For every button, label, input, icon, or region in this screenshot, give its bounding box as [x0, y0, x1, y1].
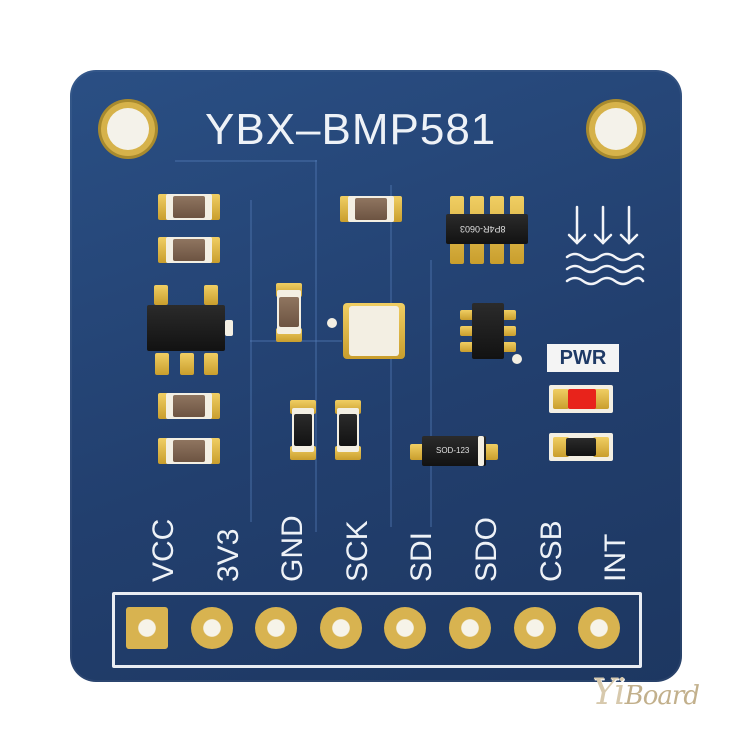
- diode-marking: SOD-123: [436, 446, 470, 455]
- header-pin-vcc: [126, 607, 168, 649]
- pcb-board: [70, 70, 682, 682]
- diode-stripe: [478, 436, 484, 466]
- bmp581-sensor: [349, 306, 399, 356]
- capacitor-body: [173, 196, 205, 218]
- resistor: [294, 414, 312, 446]
- regulator-tab-pad: [154, 285, 168, 305]
- pin-label-sdi: SDI: [405, 531, 438, 582]
- smd-pad: [502, 326, 516, 336]
- regulator-pin-pad: [155, 353, 169, 375]
- pcb-trace: [430, 260, 432, 527]
- voltage-regulator-chip: [147, 305, 225, 351]
- pin-label-csb: CSB: [535, 520, 568, 582]
- mounting-hole-right: [595, 108, 637, 150]
- capacitor-body: [173, 440, 205, 462]
- mounting-hole-left: [107, 108, 149, 150]
- regulator-pin-pad: [204, 353, 218, 375]
- ic-chip: [472, 303, 504, 359]
- pcb-trace: [315, 160, 317, 532]
- smd-pad: [553, 437, 569, 457]
- regulator-tab-pad: [204, 285, 218, 305]
- header-pin-sck: [320, 607, 362, 649]
- smd-pad: [593, 389, 609, 409]
- diode: [422, 436, 486, 466]
- smd-pad: [593, 437, 609, 457]
- pcb-trace: [175, 160, 317, 162]
- resistor-array: [446, 214, 528, 244]
- pin-header-outline: [112, 592, 642, 668]
- resistor: [339, 414, 357, 446]
- pwr-label: PWR: [547, 344, 619, 372]
- pcb-trace: [250, 200, 252, 522]
- pin-label-gnd: GND: [276, 515, 309, 582]
- header-pin-sdo: [449, 607, 491, 649]
- smd-pad: [553, 389, 569, 409]
- pin-label-vcc: VCC: [147, 518, 180, 582]
- regulator-pin-pad: [180, 353, 194, 375]
- smd-pad: [460, 342, 474, 352]
- water-pressure-icon: [565, 205, 645, 286]
- smd-pad: [502, 310, 516, 320]
- regulator-tab: [225, 320, 233, 336]
- pin-label-int: INT: [599, 533, 632, 582]
- resistor-array-marking: 8P4R-0603: [460, 224, 506, 234]
- header-pin-gnd: [255, 607, 297, 649]
- capacitor-body: [173, 395, 205, 417]
- capacitor-body: [279, 297, 299, 327]
- pwr-text: PWR: [559, 347, 607, 369]
- yiboard-watermark: YiBoard: [592, 672, 700, 713]
- smd-pad: [502, 342, 516, 352]
- board-title: YBX–BMP581: [205, 105, 497, 154]
- pin-label-sdo: SDO: [470, 516, 503, 582]
- pin-label-sck: SCK: [341, 520, 374, 582]
- via: [327, 318, 337, 328]
- header-pin-3v3: [191, 607, 233, 649]
- pin-label-3v3: 3V3: [212, 528, 245, 582]
- power-led: [568, 389, 596, 409]
- capacitor-body: [355, 198, 387, 220]
- smd-pad: [460, 310, 474, 320]
- header-pin-int: [578, 607, 620, 649]
- header-pin-sdi: [384, 607, 426, 649]
- via: [512, 354, 522, 364]
- smd-pad: [460, 326, 474, 336]
- header-pin-csb: [514, 607, 556, 649]
- resistor: [566, 438, 596, 456]
- capacitor-body: [173, 239, 205, 261]
